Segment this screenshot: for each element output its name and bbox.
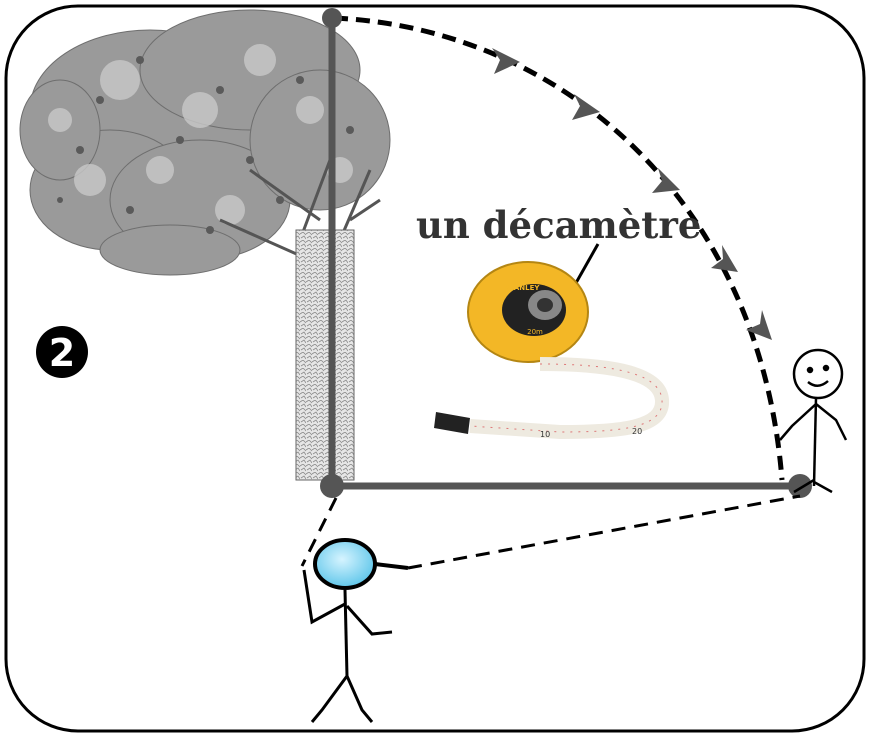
tree-top-point: [322, 8, 342, 28]
arc-arrow-2: [572, 94, 600, 120]
tape-end-hook: [434, 412, 470, 434]
tape-scale-10: 10: [540, 430, 550, 439]
arc-arrows: [492, 48, 772, 340]
arc-arrow-1: [492, 48, 520, 74]
stick-figure-icon: [779, 348, 848, 494]
tape-brand: STANLEY: [505, 284, 541, 292]
sight-line-tree: [300, 497, 338, 567]
measuring-tape-icon: STANLEY 20m 10 20: [434, 261, 669, 440]
step-number-badge: 2: [36, 326, 88, 378]
rotation-arc: [333, 15, 785, 481]
tree-icon: [19, 9, 391, 481]
magnifying-glass-icon: [313, 538, 409, 590]
arc-arrow-3: [652, 168, 680, 193]
tape-ribbon: [469, 357, 669, 440]
observer-figure: [302, 569, 393, 723]
tree-base-point: [320, 474, 344, 498]
sight-line-person: [407, 494, 801, 570]
tape-scale-20: 20: [632, 427, 642, 436]
tool-label: un décamètre: [416, 203, 701, 247]
person-position-point: [788, 474, 812, 498]
step-number: 2: [49, 331, 75, 375]
arc-arrow-5: [746, 310, 772, 340]
tape-case-text: 20m: [527, 328, 543, 336]
arc-arrow-4: [711, 245, 738, 272]
